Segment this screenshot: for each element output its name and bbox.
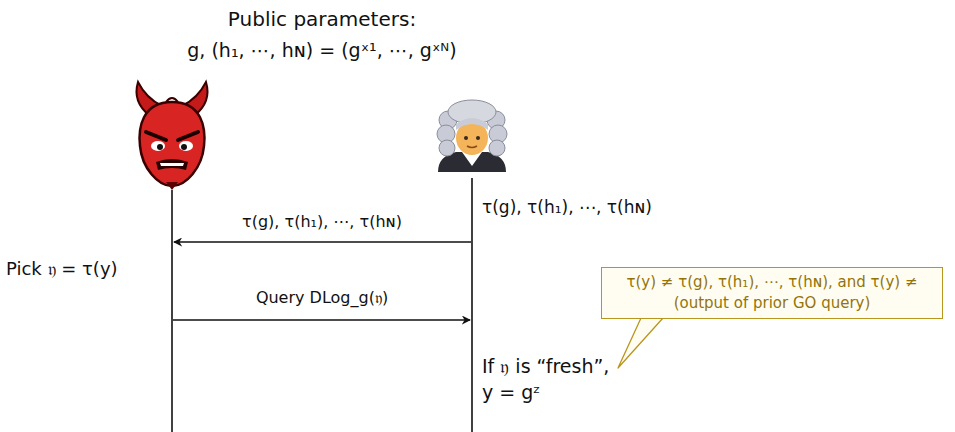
message-label: Query DLog_g(𝔶) — [256, 287, 388, 309]
heading: Public parameters: — [228, 6, 416, 32]
message-arrow — [173, 319, 470, 320]
message-arrow — [174, 241, 471, 242]
adversary-icon — [137, 82, 208, 190]
challenger-icon — [437, 100, 507, 172]
callout-text: τ(y) ≠ τ(g), τ(h₁), ⋯, τ(hɴ), and τ(y) ≠… — [610, 272, 934, 314]
message-label: τ(g), τ(h₁), ⋯, τ(hɴ) — [242, 211, 402, 233]
condition-callout: τ(y) ≠ τ(g), τ(h₁), ⋯, τ(hɴ), and τ(y) ≠… — [601, 267, 943, 319]
challenger-values: τ(g), τ(h₁), ⋯, τ(hɴ) — [482, 196, 652, 219]
adversary-lifeline — [171, 190, 173, 432]
challenger-step: If 𝔶 is “fresh”, y = gᶻ — [482, 354, 612, 405]
callout-pointer — [618, 318, 663, 368]
adversary-step: Pick 𝔶 = τ(y) — [6, 257, 118, 281]
parameter-formula: g, (h₁, ⋯, hɴ) = (gˣ¹, ⋯, gˣᴺ) — [187, 38, 456, 64]
challenger-lifeline — [471, 178, 473, 432]
